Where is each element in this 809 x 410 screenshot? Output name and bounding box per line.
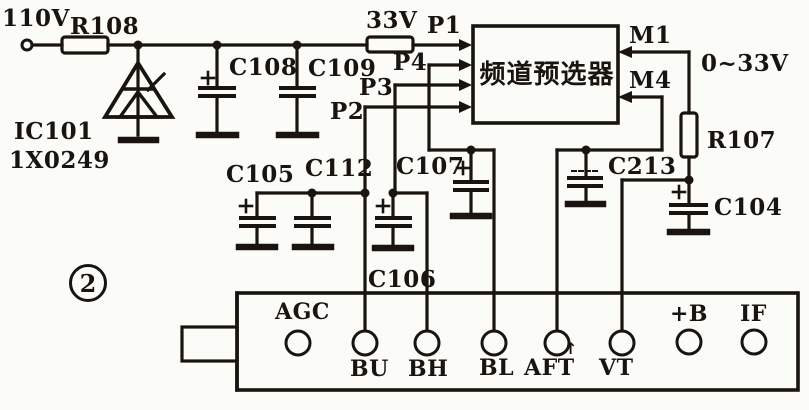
terminal-label-bu: BU xyxy=(350,356,389,382)
wire-p3 xyxy=(393,79,472,195)
figure-number: 2 xyxy=(79,268,97,298)
preselector-box xyxy=(471,24,620,125)
terminal-label-aft: AFT xyxy=(524,355,575,381)
capacitor-c108 xyxy=(195,43,240,139)
label-r107: R107 xyxy=(707,127,777,154)
terminal-label-b-plus: +B xyxy=(670,301,709,327)
capacitor-c112 xyxy=(291,191,335,251)
label-c104: C104 xyxy=(714,194,783,221)
label-c105: C105 xyxy=(226,161,295,188)
wire-p4 xyxy=(427,59,496,333)
terminal-label-agc: AGC xyxy=(275,299,330,325)
tuner-terminal-b-plus xyxy=(675,328,703,356)
wire-p1 xyxy=(411,39,472,51)
zener-ic101-icon xyxy=(101,43,176,144)
label-c106: C106 xyxy=(368,266,437,293)
label-c112: C112 xyxy=(305,155,374,182)
capacitor-c105 xyxy=(235,191,279,251)
capacitor-c213 xyxy=(564,148,607,208)
tuner-terminal-if xyxy=(740,328,768,356)
label-110v: 110V xyxy=(2,5,70,32)
capacitor-c106 xyxy=(371,191,415,252)
label-r108: R108 xyxy=(70,13,140,40)
tuner-terminal-bl xyxy=(480,329,508,357)
terminal-label-bl: BL xyxy=(479,355,515,381)
label-c109: C109 xyxy=(308,55,377,82)
resistor-r107 xyxy=(679,111,699,159)
label-p1: P1 xyxy=(427,12,462,39)
tuner-terminal-aft xyxy=(543,329,571,357)
junction-dots xyxy=(133,40,694,198)
wire-m4 xyxy=(555,91,664,333)
terminal-label-vt: VT xyxy=(599,355,634,381)
label-c108: C108 xyxy=(229,54,298,81)
tuner-terminal-bh xyxy=(413,329,441,357)
label-ic101-part: 1X0249 xyxy=(9,147,110,174)
figure-number-badge: 2 xyxy=(69,264,107,302)
label-0-33v: 0~33V xyxy=(701,50,789,77)
antenna-stub xyxy=(180,291,239,392)
label-ic101: IC101 xyxy=(14,118,94,145)
capacitor-c109 xyxy=(275,43,320,139)
label-c213: C213 xyxy=(608,153,677,180)
label-p2: P2 xyxy=(330,98,365,125)
label-m4: M4 xyxy=(629,67,672,94)
aft-arrow-icon: ↑ xyxy=(564,339,578,358)
label-m1: M1 xyxy=(629,22,672,49)
label-p3: P3 xyxy=(359,74,394,101)
wire-m1 xyxy=(618,46,691,115)
capacitor-c104 xyxy=(666,178,711,236)
terminal-label-if: IF xyxy=(740,301,767,327)
terminal-label-bh: BH xyxy=(408,356,449,382)
label-c107: C107 xyxy=(396,153,465,180)
label-p4: P4 xyxy=(393,49,428,76)
tuner-terminal-vt xyxy=(608,329,636,357)
rail-bh xyxy=(391,191,429,333)
preselector-label: 频道预选器 xyxy=(479,60,615,90)
capacitor-c107 xyxy=(449,148,493,220)
tuner-terminal-bu xyxy=(351,329,379,357)
label-33v: 33V xyxy=(366,7,418,34)
tuner-terminal-agc xyxy=(284,329,312,357)
input-terminal-110v xyxy=(20,38,64,52)
